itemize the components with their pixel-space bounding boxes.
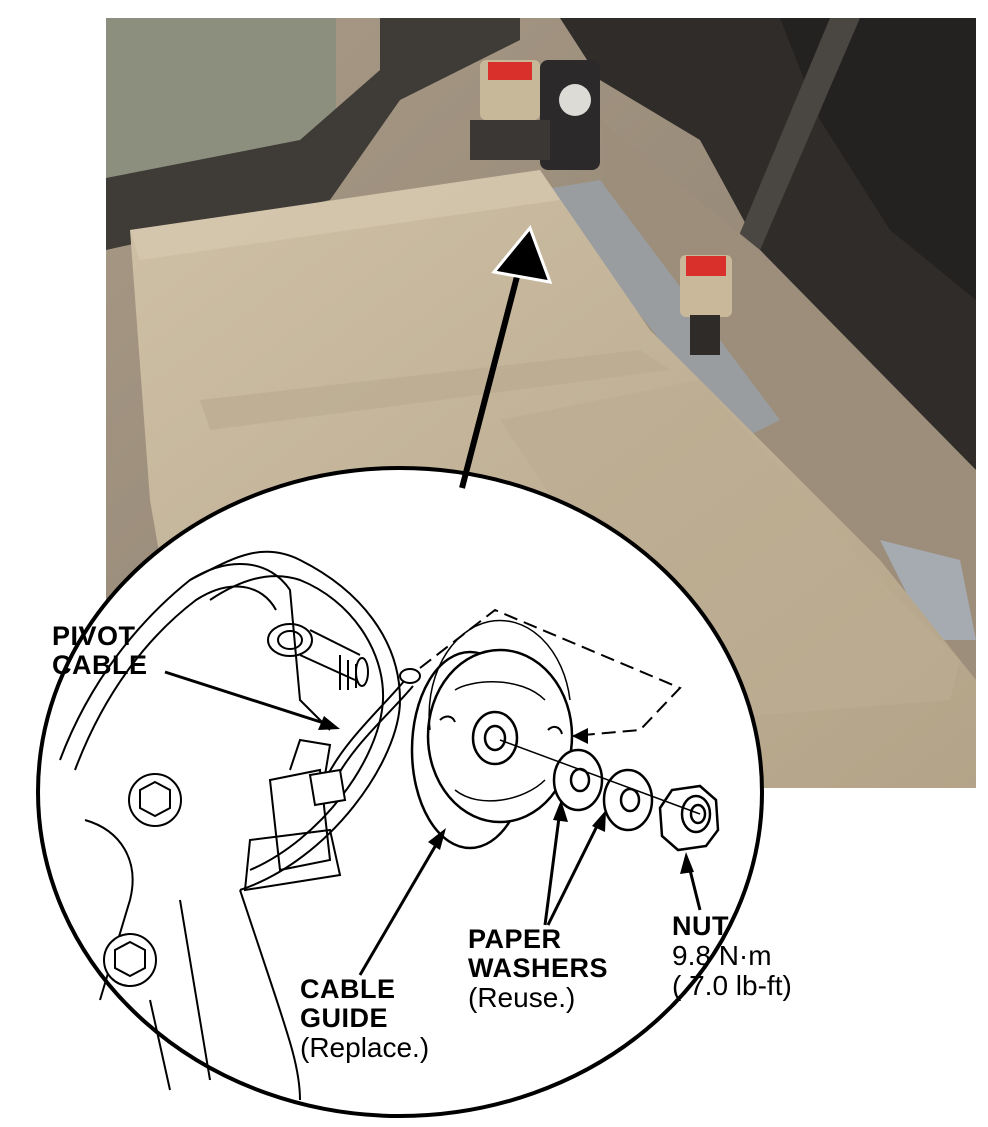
nut-torque-imperial: ( 7.0 lb-ft)	[672, 970, 792, 1002]
pivot-cable-label: PIVOT CABLE	[52, 621, 148, 681]
arrowheads	[318, 716, 694, 874]
cable-guide-label-line1: CABLE	[300, 974, 396, 1004]
pivot-stud	[267, 623, 313, 657]
vehicle-interior-photo	[106, 18, 976, 788]
seat-rail	[540, 180, 780, 440]
frame-bolt-upper	[128, 773, 182, 827]
nut-part	[658, 784, 720, 852]
paper-washers-note: (Reuse.)	[468, 982, 576, 1014]
pivot-cable-label-line1: PIVOT	[52, 621, 136, 651]
cable-guide-note: (Replace.)	[300, 1032, 430, 1064]
cable-guide-part	[410, 619, 574, 850]
seat-belt-strap	[735, 18, 860, 250]
side-trim-panel	[106, 18, 520, 250]
nut-label-title: NUT	[672, 911, 729, 941]
seat-frame	[59, 550, 402, 1101]
pivot-cable-drawing	[308, 668, 421, 807]
paper-washers-label-line2: WASHERS	[468, 953, 609, 984]
alignment-dashed-line	[419, 608, 682, 737]
location-arrow	[459, 225, 553, 489]
paper-washers-label: PAPER WASHERS (Reuse.)	[468, 924, 609, 1014]
paper-washer-2	[602, 768, 654, 832]
pivot-cable-label-line2: CABLE	[52, 650, 148, 681]
nut-label: NUT 9.8 N·m ( 7.0 lb-ft)	[672, 911, 792, 1002]
leader-lines	[164, 670, 702, 976]
nut-torque-metric: 9.8 N·m	[672, 940, 772, 972]
detail-inset	[36, 466, 764, 1118]
cable-guide-label: CABLE GUIDE (Replace.)	[300, 974, 430, 1064]
frame-bolt-lower	[103, 933, 157, 987]
cable-guide-label-line2: GUIDE	[300, 1003, 389, 1034]
paper-washers-label-line1: PAPER	[468, 924, 562, 954]
